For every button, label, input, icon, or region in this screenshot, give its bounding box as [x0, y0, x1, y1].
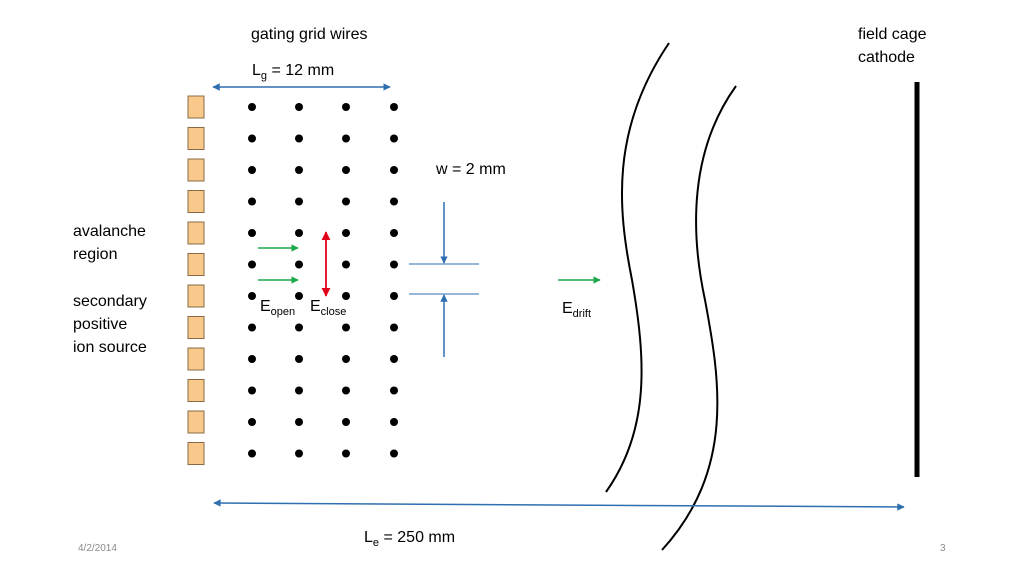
wire-dot — [342, 449, 350, 458]
pad — [187, 127, 205, 150]
secondary-ion-label-line3: ion source — [73, 339, 147, 356]
e-open-label: Eopen — [260, 298, 296, 318]
wire-dot — [390, 103, 398, 111]
wire-dot — [342, 134, 350, 143]
wire-dot — [390, 197, 398, 206]
wire-dot — [295, 292, 303, 300]
pad — [187, 221, 205, 245]
secondary-ion-label-line1: secondary — [73, 293, 147, 310]
wire-dot — [342, 323, 350, 332]
wire-dot — [248, 103, 256, 111]
e-close-label: Eclose — [310, 298, 347, 318]
wire-dot — [295, 418, 303, 426]
le-dimension-arrow — [213, 499, 905, 511]
break-curve-right — [661, 85, 737, 551]
pad — [187, 379, 205, 402]
break-curve-left — [605, 42, 670, 493]
wire-dot — [342, 229, 350, 237]
pad — [187, 442, 205, 465]
wire-dot — [390, 166, 398, 174]
wire-dot — [248, 418, 256, 426]
wire-dot — [390, 418, 398, 426]
avalanche-pads — [187, 95, 205, 465]
wire-dot — [342, 386, 350, 395]
wire-dot — [390, 292, 398, 300]
slide-date: 4/2/2014 — [78, 543, 117, 554]
wire-dot — [295, 260, 303, 269]
gating-grid-label: gating grid wires — [251, 26, 368, 43]
wire-dot — [295, 166, 303, 174]
wire-dot — [342, 292, 350, 300]
wire-dot — [248, 449, 256, 458]
wire-dot — [248, 197, 256, 206]
wire-dot — [342, 197, 350, 206]
pad — [187, 253, 205, 276]
wire-dot — [342, 166, 350, 174]
pad — [187, 190, 205, 213]
wire-dot — [342, 418, 350, 426]
wire-dot — [248, 386, 256, 395]
le-label: Le = 250 mm — [364, 529, 456, 549]
pad — [187, 95, 205, 119]
field-cage-label-line1: field cage — [858, 26, 927, 43]
wire-dot — [248, 323, 256, 332]
slide-number: 3 — [940, 543, 946, 554]
wire-dot — [248, 229, 256, 237]
wire-dot — [295, 386, 303, 395]
wire-dot — [295, 323, 303, 332]
wire-dot — [248, 260, 256, 269]
secondary-ion-label-line2: positive — [73, 316, 128, 333]
wire-dot — [295, 355, 303, 363]
wire-dot — [248, 134, 256, 143]
gating-grid-wires — [248, 103, 398, 458]
wire-dot — [390, 260, 398, 269]
pad — [187, 347, 205, 371]
avalanche-label-line2: region — [73, 246, 118, 263]
wire-dot — [248, 292, 256, 300]
wire-dot — [390, 229, 398, 237]
wire-dot — [390, 386, 398, 395]
wire-dot — [248, 355, 256, 363]
field-cage-label-line2: cathode — [858, 49, 915, 66]
wire-dot — [342, 103, 350, 111]
wire-dot — [295, 134, 303, 143]
avalanche-label-line1: avalanche — [73, 223, 146, 240]
lg-label: Lg = 12 mm — [252, 62, 335, 82]
wire-dot — [248, 166, 256, 174]
wire-dot — [390, 323, 398, 332]
e-drift-label: Edrift — [562, 300, 592, 320]
wire-dot — [390, 449, 398, 458]
wire-dot — [295, 103, 303, 111]
wire-spacing-label: w = 2 mm — [436, 161, 506, 178]
wire-dot — [390, 134, 398, 143]
pad — [187, 410, 205, 434]
wire-dot — [342, 260, 350, 269]
wire-dot — [342, 355, 350, 363]
pad — [187, 316, 205, 339]
wire-dot — [390, 355, 398, 363]
wire-dot — [295, 229, 303, 237]
pad — [187, 284, 205, 308]
wire-dot — [295, 197, 303, 206]
pad — [187, 158, 205, 182]
wire-dot — [295, 449, 303, 458]
